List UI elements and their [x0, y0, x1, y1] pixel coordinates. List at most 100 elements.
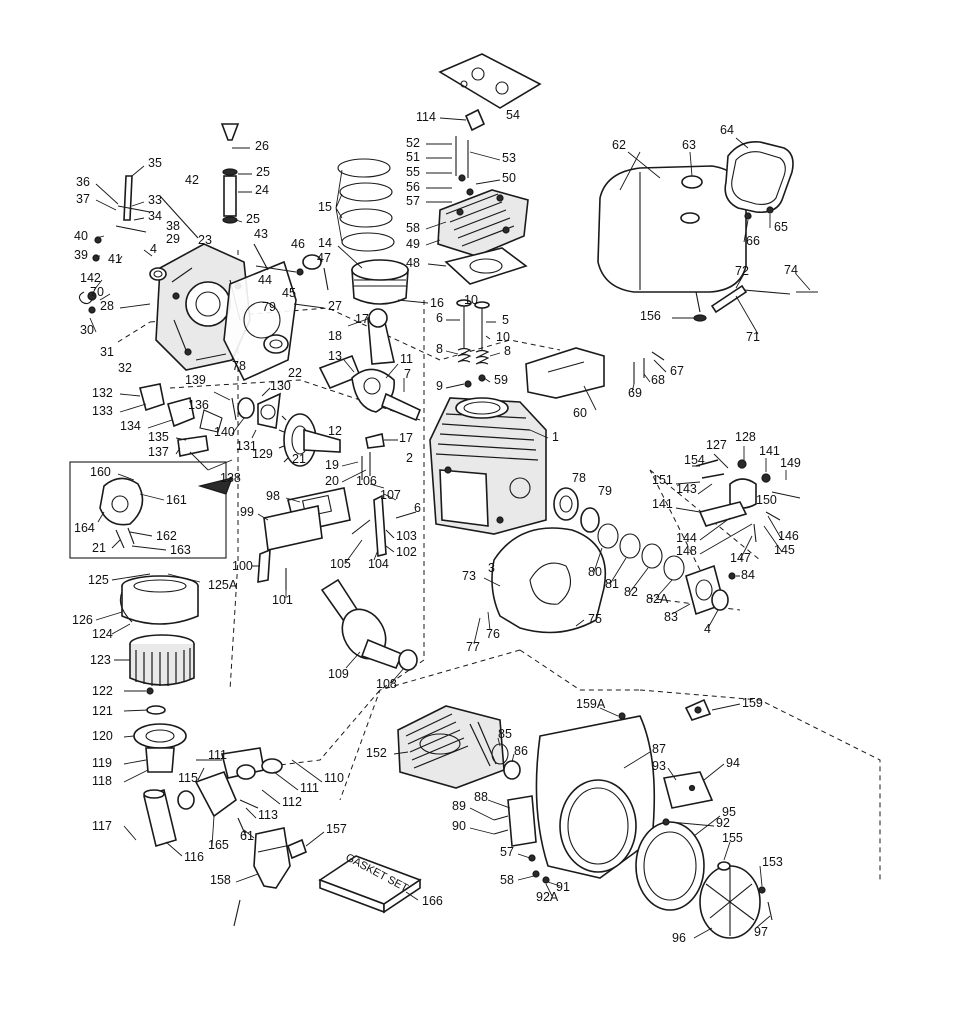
small-plates	[119, 383, 209, 457]
fan-shroud	[535, 707, 656, 879]
part-label-45: 45	[282, 286, 296, 300]
part-label-56: 56	[406, 180, 420, 194]
part-label-144: 144	[676, 531, 697, 545]
part-label-18: 18	[328, 329, 342, 343]
part-label-159a: 159A	[576, 697, 606, 711]
part-label-58: 58	[500, 873, 514, 887]
flange-housing	[671, 564, 740, 629]
part-label-114: 114	[416, 110, 436, 124]
part-label-61: 61	[240, 829, 254, 843]
part-label-49: 49	[406, 237, 420, 251]
part-label-153: 153	[762, 855, 783, 869]
part-label-97: 97	[754, 925, 768, 939]
connecting-rod	[347, 308, 395, 365]
part-label-103: 103	[396, 529, 417, 543]
part-label-139: 139	[185, 373, 206, 387]
part-label-128: 128	[735, 430, 756, 444]
air-shroud	[525, 347, 605, 411]
part-label-126: 126	[72, 613, 93, 627]
engine-block	[429, 397, 549, 535]
part-label-6: 6	[436, 311, 443, 325]
part-label-17: 17	[355, 312, 369, 326]
part-label-100: 100	[232, 559, 253, 573]
part-label-156: 156	[640, 309, 661, 323]
part-label-145: 145	[774, 543, 795, 557]
part-label-82a: 82A	[646, 592, 669, 606]
part-label-9: 9	[436, 379, 443, 393]
rotating-screen	[635, 815, 721, 911]
part-label-161: 161	[166, 493, 187, 507]
part-label-10: 10	[464, 293, 478, 307]
part-label-90: 90	[452, 819, 466, 833]
part-label-24: 24	[255, 183, 269, 197]
part-label-91: 91	[556, 880, 570, 894]
part-label-50: 50	[502, 171, 516, 185]
intake-manifold	[177, 747, 323, 847]
part-label-55: 55	[406, 165, 420, 179]
part-label-57: 57	[500, 845, 514, 859]
part-label-136: 136	[188, 398, 209, 412]
part-label-62: 62	[612, 138, 626, 152]
part-label-4: 4	[704, 622, 711, 636]
part-label-68: 68	[651, 373, 665, 387]
part-label-5: 5	[502, 313, 509, 327]
part-label-96: 96	[672, 931, 686, 945]
cover-plate	[438, 53, 542, 109]
part-label-142: 142	[80, 271, 101, 285]
part-label-76: 76	[486, 627, 500, 641]
part-label-146: 146	[778, 529, 799, 543]
blower-housing	[473, 527, 606, 645]
part-label-67: 67	[670, 364, 684, 378]
part-label-36: 36	[76, 175, 90, 189]
part-label-53: 53	[502, 151, 516, 165]
part-label-52: 52	[406, 136, 420, 150]
part-label-84: 84	[741, 568, 755, 582]
fuel-pump	[675, 446, 801, 561]
part-label-124: 124	[92, 627, 113, 641]
lower-cylinder-head	[393, 705, 505, 789]
part-label-20: 20	[325, 474, 339, 488]
main-bearing	[553, 487, 600, 533]
part-label-89: 89	[452, 799, 466, 813]
part-label-8: 8	[436, 342, 443, 356]
part-label-21: 21	[92, 541, 106, 555]
part-label-6: 6	[414, 501, 421, 515]
part-label-19: 19	[325, 458, 339, 472]
part-label-54: 54	[506, 108, 520, 122]
part-label-150: 150	[756, 493, 777, 507]
part-label-12: 12	[328, 424, 342, 438]
part-label-92: 92	[716, 816, 730, 830]
part-label-125: 125	[88, 573, 109, 587]
cylinder-head	[437, 189, 529, 257]
part-label-125a: 125A	[208, 578, 238, 592]
part-label-58: 58	[406, 221, 420, 235]
part-label-108: 108	[376, 677, 397, 691]
part-label-151: 151	[652, 473, 673, 487]
part-label-1: 1	[552, 430, 559, 444]
part-label-159: 159	[742, 696, 763, 710]
part-label-115: 115	[178, 771, 198, 785]
bushing	[491, 737, 521, 780]
part-label-95: 95	[722, 805, 736, 819]
part-label-118: 118	[92, 774, 112, 788]
part-label-129: 129	[252, 447, 273, 461]
part-label-149: 149	[780, 456, 801, 470]
part-label-79: 79	[598, 484, 612, 498]
breather-assembly	[199, 387, 281, 439]
part-label-21: 21	[292, 452, 306, 466]
part-label-29: 29	[166, 232, 180, 246]
part-label-85: 85	[498, 727, 512, 741]
fuel-tank	[597, 151, 747, 322]
part-label-78: 78	[232, 359, 246, 373]
part-label-63: 63	[682, 138, 696, 152]
part-label-122: 122	[92, 684, 113, 698]
leader-138	[189, 451, 233, 471]
part-label-71: 71	[746, 330, 760, 344]
gasket-set-box	[318, 855, 422, 914]
cap-46	[302, 254, 329, 291]
part-label-26: 26	[255, 139, 269, 153]
part-label-107: 107	[380, 488, 401, 502]
part-label-15: 15	[318, 200, 332, 214]
part-label-47: 47	[317, 251, 331, 265]
